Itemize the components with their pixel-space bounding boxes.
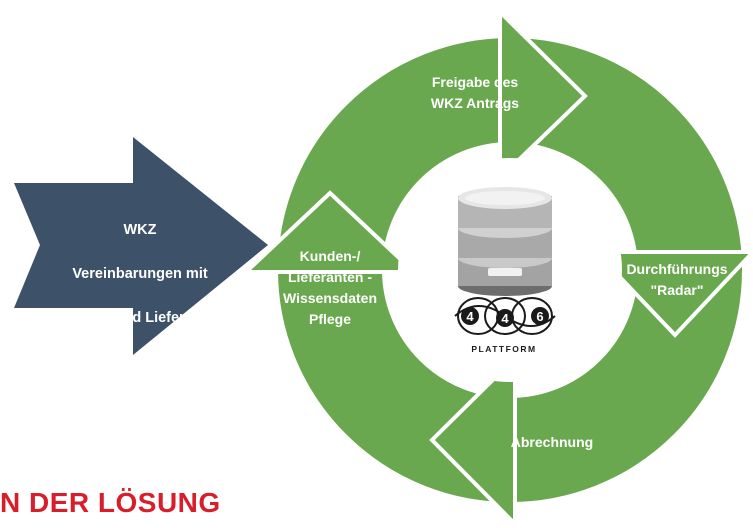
plattform-caption: PLATTFORM [471, 344, 537, 354]
logo-dot-1 [461, 307, 479, 325]
step-abrechnung-label: Abrechnung [510, 434, 594, 450]
arrowhead-pflege [240, 190, 420, 274]
input-arrow-line-3: Kunden und Lieferanten [56, 310, 224, 326]
arrowhead-durchfuehrung [591, 250, 753, 338]
input-arrow-label: WKZ Vereinbarungen mit Kunden und Liefer… [40, 197, 240, 351]
logo-digit-1: 4 [466, 309, 474, 324]
step-durchfuehrung-label: Durchführungs "Radar" [626, 261, 728, 298]
logo-dot-2 [496, 309, 514, 327]
logo-digit-3: 6 [536, 309, 543, 324]
section-heading: N DER LÖSUNG [0, 487, 221, 518]
arrowhead-abrechnung [429, 353, 517, 528]
arrowhead-freigabe [498, 7, 588, 183]
database-icon [458, 187, 552, 296]
input-arrow-line-2: Vereinbarungen mit [72, 266, 208, 282]
logo-digit-2: 4 [501, 311, 509, 326]
plattform-logo: 4 4 6 [454, 297, 556, 335]
step-freigabe-label: Freigabe des WKZ Antrags [430, 74, 520, 111]
input-arrow [14, 137, 268, 355]
input-arrow-line-1: WKZ [123, 222, 157, 238]
logo-dot-3 [531, 307, 549, 325]
step-pflege-label: Kunden-/ Lieferanten - Wissensdaten Pfle… [282, 248, 377, 327]
